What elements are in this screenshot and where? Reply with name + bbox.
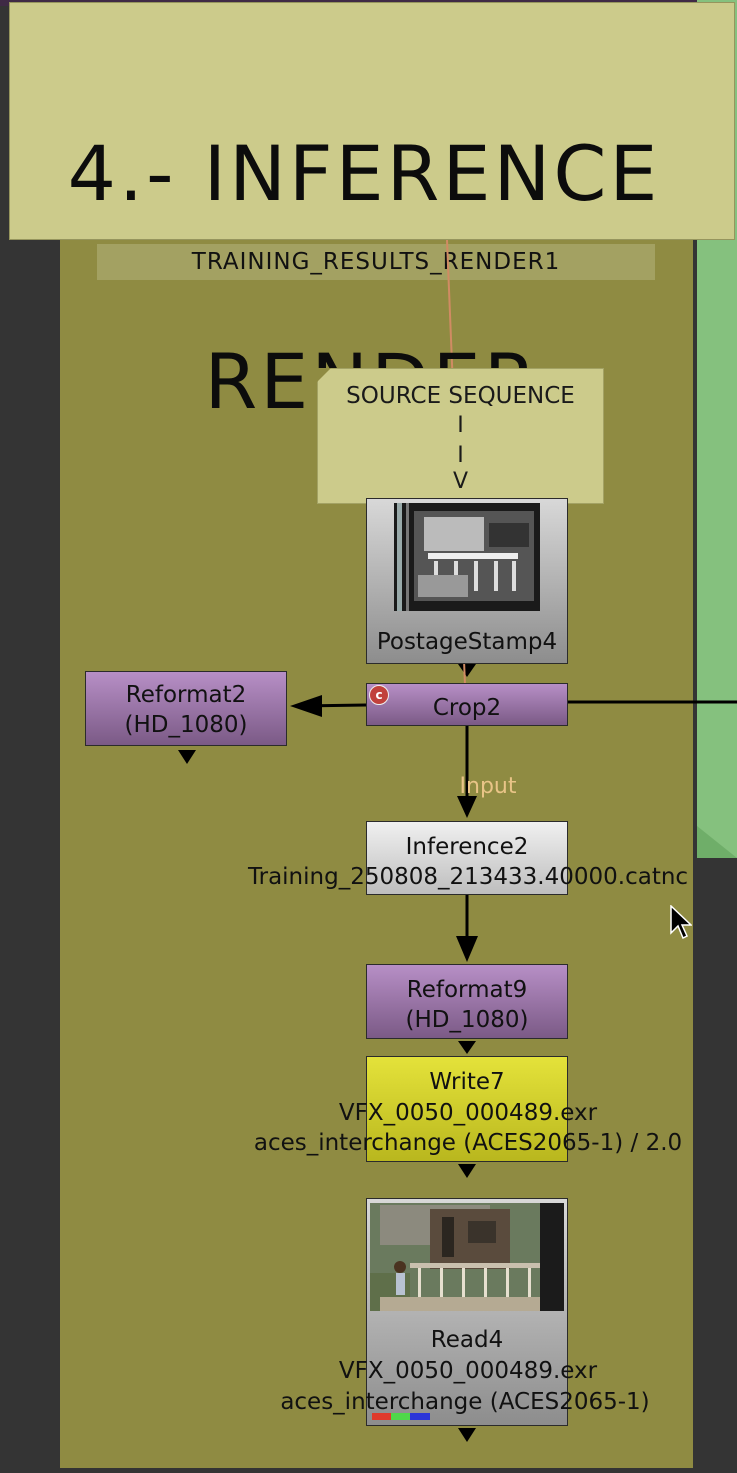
output-arrow-reformat9 [458,1041,476,1054]
write-colorspace-label: aces_interchange (ACES2065-1) / 2.0 [253,1130,683,1156]
output-arrow-read [458,1428,476,1442]
crop-label: Crop2 [432,695,502,721]
inference-label: Inference2 [405,834,529,860]
inference-model-label: Training_250808_213433.40000.catnc [247,864,689,890]
read-colorspace-label: aces_interchange (ACES2065-1) [280,1389,650,1415]
title-line-1: 4.- INFERENCE [67,129,661,218]
source-arrow-line-3: V [452,469,469,494]
arrowhead-inference [457,796,477,818]
arrowhead-reformat9 [456,936,478,962]
channel-blue-indicator [410,1413,430,1420]
reformat2-format: (HD_1080) [124,712,248,738]
source-sequence-sticky[interactable]: SOURCE SEQUENCE I I V [317,368,604,504]
output-arrow-postage [458,664,476,677]
reformat9-label: Reformat9 [406,977,528,1003]
clone-badge-icon: c [369,685,389,705]
output-arrow-reformat2 [178,750,196,764]
read-node[interactable]: Read4 [366,1198,568,1426]
backdrop-resize-corner[interactable] [697,826,737,858]
inference-node[interactable]: Inference2 [366,821,568,895]
postage-stamp-thumbnail [394,503,540,611]
sticky-fold-corner [317,368,331,382]
read-thumbnail [370,1203,564,1311]
arrowhead-reformat2 [290,695,322,717]
channel-green-indicator [391,1413,410,1420]
postage-stamp-node[interactable]: PostageStamp4 [366,498,568,664]
input-pipe-label: Input [459,774,517,799]
source-arrow-line-2: I [457,443,464,468]
source-arrow-line-1: I [457,413,464,438]
write-node[interactable]: Write7 [366,1056,568,1162]
title-sticky-note[interactable]: 4.- INFERENCE RENDER [9,2,735,426]
crop-node[interactable]: Crop2 [366,683,568,726]
source-sequence-title: SOURCE SEQUENCE [346,383,575,409]
backdrop-label: TRAINING_RESULTS_RENDER1 [97,244,655,280]
reformat2-label: Reformat2 [125,682,247,708]
postage-stamp-label: PostageStamp4 [376,629,558,655]
reformat2-node[interactable]: Reformat2 (HD_1080) [85,671,287,746]
reformat9-format: (HD_1080) [405,1007,529,1033]
channel-red-indicator [372,1413,391,1420]
write-file-label: VFX_0050_000489.exr [338,1100,598,1126]
mouse-pointer-icon [670,904,693,945]
output-arrow-write [458,1164,476,1178]
read-label: Read4 [430,1327,504,1353]
write-label: Write7 [429,1069,505,1095]
read-file-label: VFX_0050_000489.exr [338,1358,598,1384]
reformat9-node[interactable]: Reformat9 (HD_1080) [366,964,568,1039]
